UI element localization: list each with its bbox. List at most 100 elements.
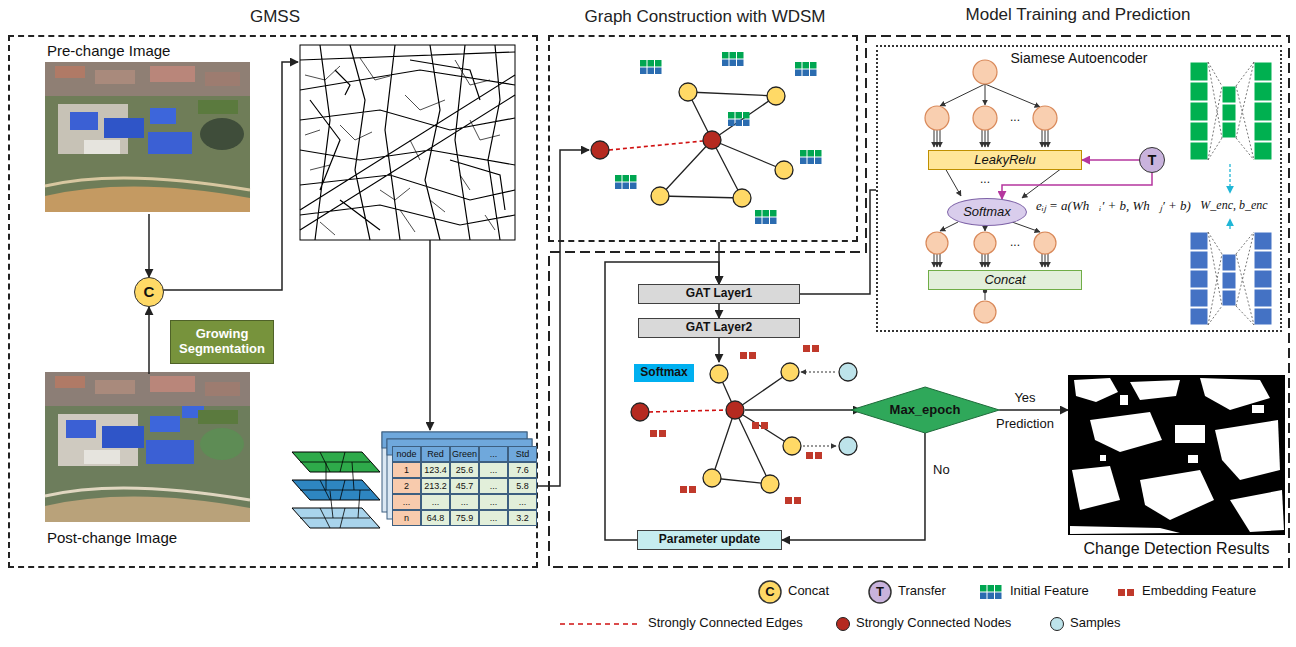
construction-graph	[651, 187, 669, 205]
gat-attention-diagram	[974, 301, 996, 323]
autoencoder-bars	[1190, 122, 1208, 141]
pre-change-image	[198, 100, 238, 114]
flow-arrow	[999, 409, 1068, 411]
edge-label: Yes	[1012, 391, 1037, 406]
post-change-image	[45, 372, 250, 522]
segmentation-map	[300, 45, 515, 240]
embedding-graph	[803, 345, 819, 352]
autoencoder-bars	[1254, 62, 1272, 81]
legend-entry: Strongly Connected Nodes	[856, 616, 1011, 631]
section-title: Model Training and Prediction	[866, 5, 1290, 25]
change-map-image	[1070, 378, 1284, 534]
feature-layers	[292, 452, 380, 528]
embedding-graph	[806, 452, 822, 459]
autoencoder-bars	[1254, 232, 1272, 250]
layer-box: GAT Layer2	[638, 318, 800, 338]
table-to-graph-arrow	[537, 150, 589, 486]
layer-label: LeakyRelu	[974, 153, 1035, 168]
image-caption: Post-change Image	[47, 529, 252, 546]
image-caption: Pre-change Image	[47, 42, 252, 59]
legend-swatch	[836, 617, 850, 631]
connector-layer	[149, 160, 1152, 540]
autoencoder-bars	[1254, 102, 1272, 121]
change-map-image	[1130, 380, 1180, 400]
table-cell: ...	[479, 494, 508, 510]
autoencoder-bars	[1208, 62, 1254, 325]
construction-graph	[722, 52, 744, 66]
construction-graph	[660, 92, 784, 198]
autoencoder-bars	[1222, 272, 1236, 289]
gat-attention-diagram	[1042, 130, 1043, 147]
post-change-image	[150, 416, 180, 432]
table-cell: 2	[392, 478, 421, 494]
autoencoder-bars	[1190, 232, 1272, 325]
legend-text: Embedding Feature	[1142, 583, 1256, 598]
autoencoder-bars	[1190, 102, 1208, 121]
table-cell: 213.2	[421, 478, 450, 494]
post-change-image	[95, 380, 135, 394]
embedding-graph	[710, 365, 728, 383]
flow-arrow	[718, 304, 720, 318]
layer-label: Softmax	[963, 205, 1011, 220]
pre-change-image	[150, 108, 176, 124]
table-cell: ...	[450, 494, 479, 510]
layer-label: Concat	[984, 273, 1025, 288]
embedding-graph	[680, 486, 696, 493]
table-cell: 3.2	[508, 510, 537, 526]
transfer-arrow	[1002, 173, 1152, 199]
table-cell: 25.6	[450, 462, 479, 478]
pre-change-image	[150, 66, 195, 82]
activation-box: LeakyRelu	[928, 150, 1082, 170]
legend-entry: Samples	[1070, 616, 1121, 631]
legend-icons	[869, 581, 891, 603]
gat-to-graph-arrow	[719, 338, 720, 362]
autoencoder-bars	[1222, 104, 1236, 121]
legend-entry: Transfer	[898, 584, 946, 599]
embedding-graph	[839, 437, 857, 455]
legend-icons	[560, 623, 640, 625]
autoencoder-bars	[1190, 62, 1272, 160]
change-map-image	[1090, 412, 1162, 452]
concat-to-map-arrow	[162, 62, 298, 290]
embedding-graph	[781, 363, 799, 381]
concat-box: Concat	[928, 270, 1082, 290]
table-cell: 45.7	[450, 478, 479, 494]
embedding-graph	[726, 401, 744, 419]
construction-graph	[733, 189, 751, 207]
embedding-graph	[631, 345, 857, 504]
embedding-graph	[650, 430, 666, 437]
legend-swatch	[1118, 589, 1125, 596]
pre-change-image	[45, 178, 250, 190]
gat-attention-diagram	[934, 84, 1062, 267]
post-change-image	[150, 376, 195, 392]
ellipsis: ...	[1010, 236, 1020, 250]
pre-change-image	[148, 132, 192, 154]
embedding-graph	[785, 497, 801, 504]
change-map-image	[1252, 405, 1264, 413]
map-to-table-arrow	[430, 240, 431, 430]
image-frame: Change Detection Results	[1068, 375, 1285, 535]
pre-change-image	[45, 62, 250, 212]
segmentation-map	[300, 45, 515, 240]
autoencoder-bars	[1190, 142, 1208, 160]
table-cell: ...	[421, 494, 450, 510]
legend-icons	[980, 585, 1002, 599]
gat-attention-diagram	[988, 254, 989, 267]
layer-label: GAT Layer1	[686, 287, 752, 301]
graph-to-decision-arrow	[745, 409, 861, 411]
segmentation-map	[305, 58, 500, 235]
post-change-image	[45, 488, 250, 500]
autoencoder-bars	[1254, 308, 1272, 325]
image-caption: Change Detection Results	[1068, 540, 1285, 558]
gat-attention-diagram	[925, 106, 949, 130]
autoencoder-bars	[1190, 270, 1208, 288]
process-box: Parameter update	[637, 530, 782, 550]
legend-entry: Strongly Connected Edges	[648, 616, 803, 631]
pre-change-image	[200, 118, 244, 150]
concat-symbol: C	[134, 277, 164, 307]
pre-change-image	[45, 62, 250, 212]
construction-graph	[591, 52, 822, 224]
autoencoder-bars	[1190, 289, 1208, 307]
construction-graph	[800, 150, 822, 164]
table-cell: Green	[450, 446, 479, 462]
